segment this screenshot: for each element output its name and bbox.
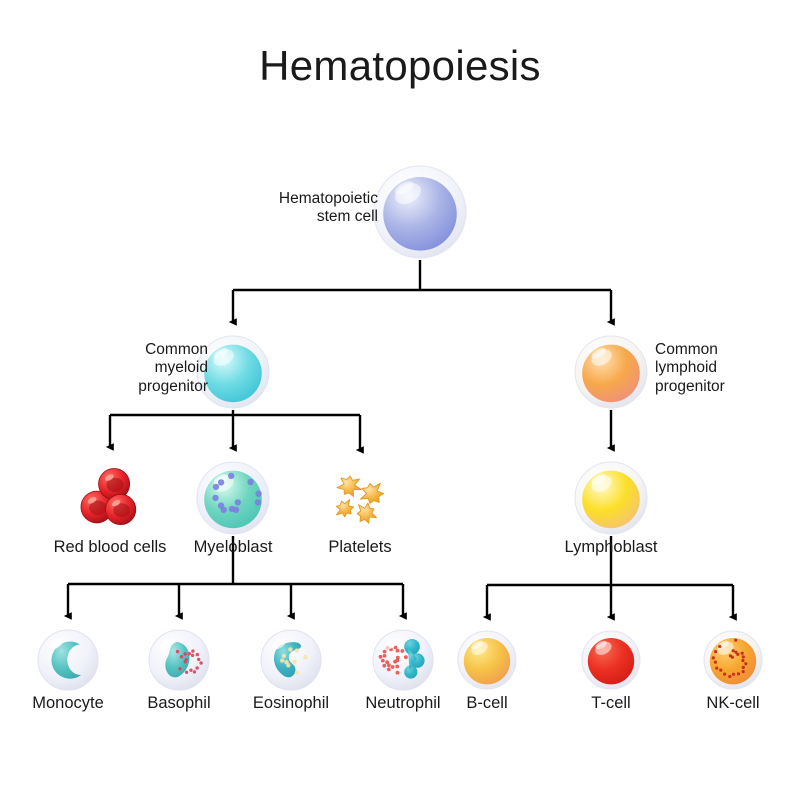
basophil-icon-graphic bbox=[148, 629, 210, 691]
label-basophil: Basophil bbox=[147, 694, 211, 712]
nk-cell-icon-graphic bbox=[703, 630, 763, 690]
platelets-icon-graphic bbox=[335, 475, 385, 524]
label-neutrophil: Neutrophil bbox=[365, 694, 441, 712]
label-monocyte: Monocyte bbox=[32, 694, 104, 712]
monocyte-icon-graphic bbox=[37, 629, 99, 691]
common-myeloid-progenitor-icon-graphic bbox=[196, 335, 270, 409]
label-platelets: Platelets bbox=[328, 538, 392, 556]
red-blood-cells-icon-graphic bbox=[80, 468, 137, 526]
lymphoblast-icon-graphic bbox=[574, 461, 648, 535]
eosinophil-icon-graphic bbox=[260, 629, 322, 691]
t-cell-icon-graphic bbox=[581, 630, 641, 690]
label-tcell: T-cell bbox=[591, 694, 631, 712]
label-bcell: B-cell bbox=[466, 694, 508, 712]
common-lymphoid-progenitor-icon-graphic bbox=[574, 335, 648, 409]
label-eosinophil: Eosinophil bbox=[252, 694, 330, 712]
myeloblast-icon-graphic bbox=[196, 461, 270, 535]
stem-cell-icon-graphic bbox=[373, 165, 467, 259]
label-rbc: Red blood cells bbox=[53, 538, 167, 556]
page-title: Hematopoiesis bbox=[259, 42, 541, 89]
label-myeloblast: Myeloblast bbox=[193, 538, 273, 556]
label-clp: Common lymphoid progenitor bbox=[655, 341, 725, 395]
label-nkcell: NK-cell bbox=[706, 694, 760, 712]
label-cmp: Common myeloid progenitor bbox=[138, 341, 208, 395]
b-cell-icon-graphic bbox=[457, 630, 517, 690]
neutrophil-icon-graphic bbox=[372, 629, 434, 691]
label-lymphoblast: Lymphoblast bbox=[564, 538, 658, 556]
label-hsc: Hematopoietic stem cell bbox=[278, 190, 378, 226]
